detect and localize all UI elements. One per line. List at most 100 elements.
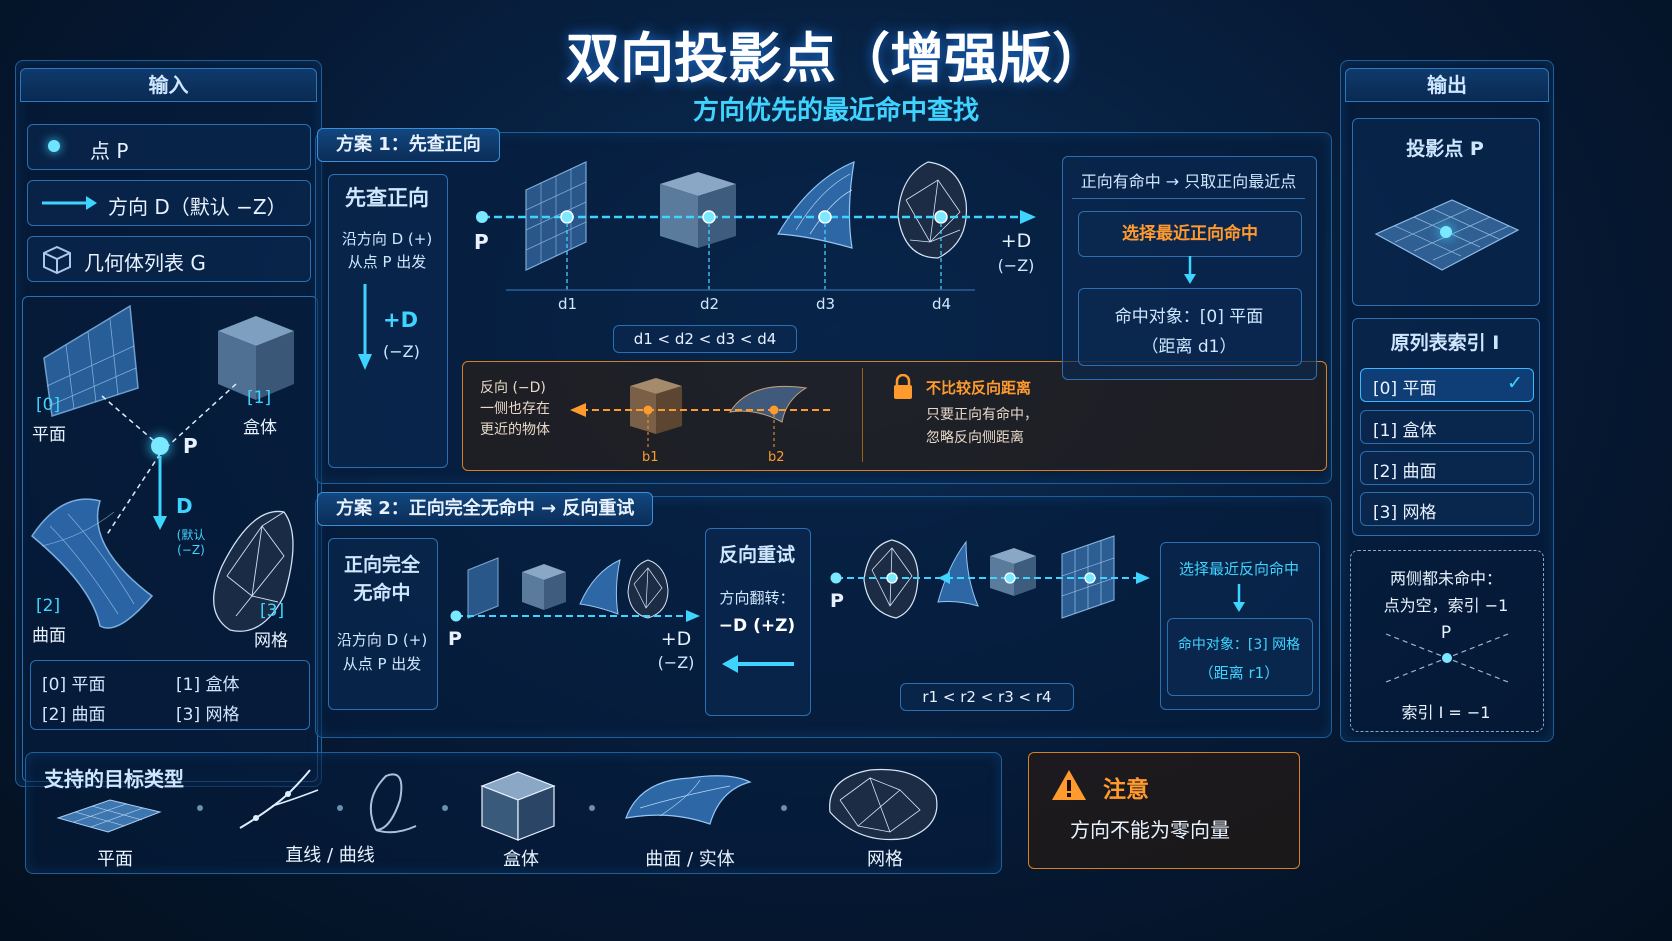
- legend-item: [1] 盒体: [176, 675, 240, 695]
- miss-cross-diagram: [1385, 633, 1509, 683]
- lock-title: 不比较反向距离: [926, 379, 1032, 397]
- input-obj-index: [1]: [247, 388, 272, 408]
- scheme1-side-arrow: [358, 284, 372, 370]
- input-obj-index: [2]: [36, 596, 61, 616]
- scheme1-ray-end-sub: (−Z): [997, 256, 1035, 275]
- projection-title: 投影点 P: [1406, 138, 1484, 160]
- reverse-distance-label: b2: [768, 450, 785, 465]
- legend-item: [3] 网格: [176, 705, 240, 725]
- reverse-note: 反向 (−D): [480, 380, 546, 396]
- scheme1-side-arrow-sub: (−Z): [383, 342, 420, 361]
- page-title: 双向投影点（增强版）: [566, 27, 1106, 90]
- index-item: [3] 网格: [1360, 492, 1534, 526]
- input-item-geometry: 几何体列表 G: [27, 236, 311, 282]
- plane-target-icon: [56, 799, 162, 833]
- scheme2-inequality: r1 < r2 < r3 < r4: [900, 683, 1074, 711]
- scheme1-side-desc: 从点 P 出发: [347, 253, 427, 271]
- index-item-label: [2] 曲面: [1373, 462, 1437, 482]
- miss-point-label: P: [1440, 623, 1452, 643]
- surface-target-icon: [625, 775, 752, 825]
- input-header: 输入: [20, 68, 317, 102]
- lock-line: 忽略反向侧距离: [926, 430, 1024, 446]
- scheme1-hit-line: 命中对象：[0] 平面: [1114, 307, 1264, 327]
- miss-box: [1350, 550, 1544, 732]
- index-title: 原列表索引 I: [1390, 332, 1500, 354]
- index-item-label: [3] 网格: [1373, 503, 1437, 523]
- legend-item: [2] 曲面: [42, 705, 106, 725]
- miss-line: 点为空，索引 −1: [1383, 596, 1509, 615]
- scheme2-ray-end-label: +D: [660, 628, 692, 650]
- projection-plane-diagram: [1374, 199, 1520, 271]
- scheme2-hit-line: （距离 r1）: [1198, 664, 1280, 682]
- target-label: 网格: [867, 849, 903, 870]
- scheme1-side-arrow-label: +D: [383, 308, 419, 332]
- reverse-divider: [862, 368, 863, 462]
- scheme2-tab: 方案 2：正向完全无命中 → 反向重试: [317, 492, 654, 526]
- retry-title: 反向重试: [718, 544, 795, 566]
- reverse-note: 一侧也存在: [480, 401, 550, 417]
- scheme2-side-title: 正向完全: [343, 554, 420, 576]
- lock-line: 只要正向有命中，: [926, 407, 1038, 423]
- warning-icon: [1052, 770, 1086, 800]
- retry-arrow-left-icon: [722, 655, 794, 673]
- input-obj-name: 曲面: [32, 626, 66, 646]
- retry-desc: 方向翻转：: [719, 589, 795, 607]
- index-item-label: [1] 盒体: [1373, 421, 1437, 441]
- index-item: [0] 平面 ✓: [1360, 368, 1534, 402]
- page-subtitle: 方向优先的最近命中查找: [692, 96, 979, 126]
- scheme2-side: [328, 538, 438, 710]
- scheme2-retry: [705, 528, 811, 716]
- scheme2-side-desc: 从点 P 出发: [342, 655, 422, 673]
- scheme1-result-header: 正向有命中 → 只取正向最近点: [1080, 172, 1297, 191]
- index-item-label: [0] 平面: [1373, 379, 1437, 399]
- targets-icons: [56, 768, 938, 841]
- legend-item: [0] 平面: [42, 675, 106, 695]
- plane-shape: [43, 304, 139, 417]
- result-arrow: [1184, 256, 1196, 284]
- scheme2-result-arrow: [1233, 584, 1245, 612]
- scheme1-side-title: 先查正向: [345, 186, 429, 210]
- scheme2-hit-line: 命中对象：[3] 网格: [1177, 637, 1301, 653]
- input-item-label: 方向 D（默认 −Z）: [108, 195, 287, 219]
- input-obj-name: 盒体: [243, 418, 277, 438]
- box-shape: [218, 316, 294, 400]
- check-icon: ✓: [1507, 372, 1523, 394]
- scheme1-side: [328, 174, 448, 468]
- scheme2-reverse-diagram: [830, 535, 1150, 619]
- scheme2-inequality-text: r1 < r2 < r3 < r4: [922, 688, 1052, 706]
- scheme2-result-hit: [1167, 618, 1313, 696]
- input-obj-name: 平面: [32, 425, 66, 445]
- input-point-label: P: [183, 434, 198, 458]
- index-item: [2] 曲面: [1360, 451, 1534, 485]
- scheme2-ray-origin: P: [448, 628, 462, 650]
- input-item-point: 点 P: [27, 124, 311, 170]
- input-direction-label: D: [176, 494, 193, 518]
- input-direction-note: (默认 (−Z): [176, 528, 206, 557]
- miss-index: 索引 I = −1: [1401, 703, 1491, 722]
- notice-text: 方向不能为零向量: [1070, 818, 1230, 842]
- mesh-target-icon: [829, 768, 938, 841]
- target-label: 平面: [97, 849, 133, 870]
- scheme2-side-title: 无命中: [353, 582, 411, 604]
- target-label: 曲面 / 实体: [645, 849, 735, 870]
- distance-label: d2: [700, 295, 720, 313]
- scheme1-ray-end-label: +D: [1000, 230, 1032, 252]
- distance-label: d3: [816, 295, 836, 313]
- lock-icon: [894, 374, 912, 399]
- scheme1-inequality: d1 < d2 < d3 < d4: [613, 325, 797, 353]
- scheme1-ray-diagram: [476, 161, 1036, 291]
- input-obj-index: [0]: [36, 395, 61, 415]
- surface-shape: [31, 498, 154, 629]
- input-scene-diagram: [31, 304, 294, 632]
- arrow-right-icon: [42, 196, 97, 210]
- reverse-distance-label: b1: [642, 450, 659, 465]
- scheme1-side-desc: 沿方向 D (+): [341, 230, 433, 248]
- mesh-shape: [213, 510, 294, 632]
- input-item-label: 几何体列表 G: [84, 251, 206, 275]
- input-obj-name: 网格: [254, 631, 288, 651]
- scheme1-ray-origin: P: [474, 230, 489, 254]
- scheme2-forward-diagram: [450, 557, 700, 622]
- miss-line: 两侧都未命中：: [1389, 569, 1502, 588]
- scheme1-result-hit: [1078, 288, 1302, 366]
- scheme2-result-select: 选择最近反向命中: [1178, 560, 1299, 578]
